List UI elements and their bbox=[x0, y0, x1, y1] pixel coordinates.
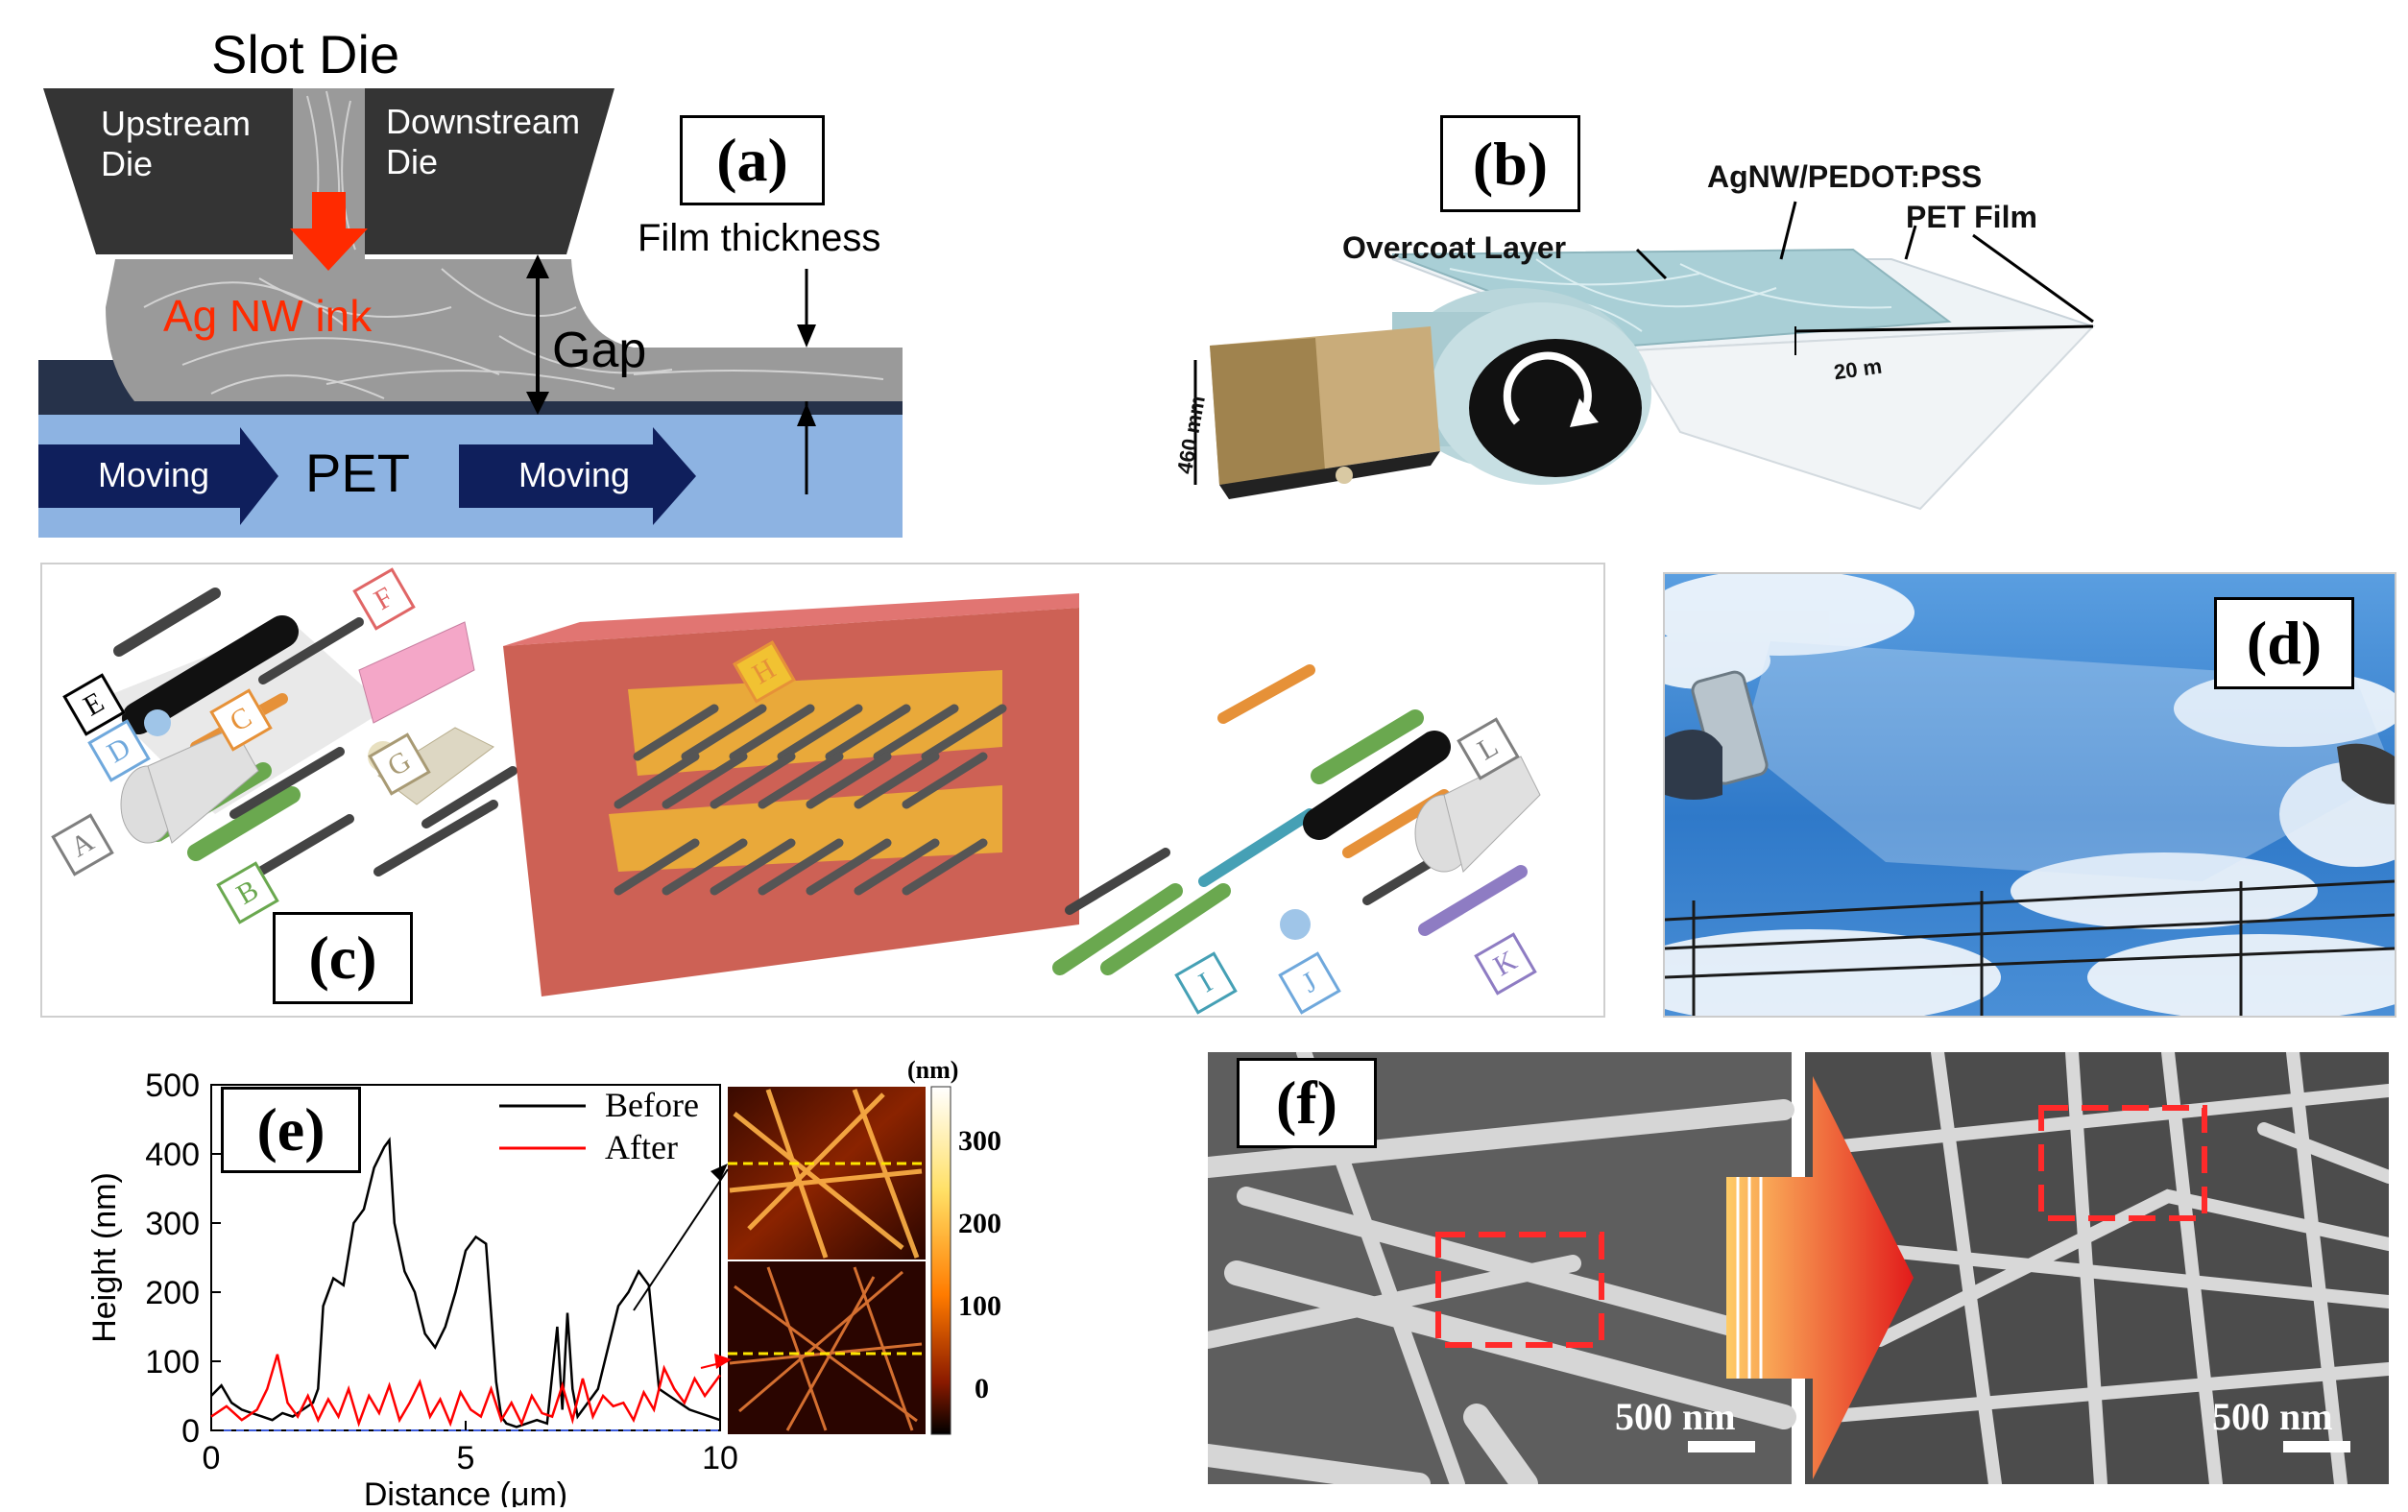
x-tick-label: 0 bbox=[203, 1440, 221, 1476]
series-line-after bbox=[210, 1354, 722, 1428]
downstream-line-1: Downstream bbox=[386, 102, 581, 141]
panel-b-label: (b) bbox=[1440, 115, 1580, 212]
y-axis-label: Height (nm) bbox=[86, 1172, 123, 1343]
panel-d: (d) bbox=[1663, 572, 2396, 1018]
legend-before: Before bbox=[605, 1086, 699, 1124]
y-tick-label: 200 bbox=[145, 1275, 200, 1311]
moving-left-label: Moving bbox=[98, 455, 210, 494]
y-tick-label: 300 bbox=[145, 1206, 200, 1242]
colorbar-tick-200: 200 bbox=[958, 1208, 1001, 1239]
panel-d-label: (d) bbox=[2214, 597, 2354, 689]
pet-label: PET bbox=[305, 443, 410, 503]
x-axis-label: Distance (μm) bbox=[364, 1476, 567, 1507]
panel-a-label: (a) bbox=[680, 115, 825, 205]
x-tick-label: 10 bbox=[702, 1440, 738, 1476]
panel-b: (b) AgNW/PEDOT:PSS PET Film Overcoat Lay… bbox=[1104, 106, 2141, 538]
overcoat-label: Overcoat Layer bbox=[1342, 230, 1567, 265]
gap-label: Gap bbox=[552, 323, 647, 378]
y-tick-label: 500 bbox=[145, 1068, 200, 1104]
y-tick-label: 400 bbox=[145, 1137, 200, 1173]
colorbar-tick-300: 300 bbox=[958, 1125, 1001, 1157]
upstream-line-1: Upstream bbox=[101, 104, 252, 143]
panel-f-label: (f) bbox=[1237, 1058, 1377, 1148]
upstream-label: Upstream Die bbox=[101, 104, 251, 184]
y-tick-label: 0 bbox=[181, 1413, 200, 1450]
colorbar-tick-0: 0 bbox=[975, 1373, 989, 1404]
agnw-label: AgNW/PEDOT:PSS bbox=[1707, 159, 1983, 194]
ink-label: Ag NW ink bbox=[163, 291, 373, 341]
y-tick-label: 100 bbox=[145, 1344, 200, 1380]
colorbar-unit: (nm) bbox=[907, 1056, 959, 1084]
series-line-before bbox=[210, 1137, 721, 1428]
moving-right-label: Moving bbox=[518, 455, 631, 494]
scale-bar-right: 500 nm bbox=[2212, 1395, 2333, 1438]
panel-c: A B C D E F G H I J K L (c) bbox=[40, 563, 1605, 1018]
pet-film-label: PET Film bbox=[1906, 200, 2037, 234]
slot-die-diagram bbox=[38, 88, 903, 538]
scale-bar-left: 500 nm bbox=[1615, 1395, 1736, 1438]
sem-images bbox=[1208, 1052, 2389, 1484]
downstream-line-2: Die bbox=[386, 142, 439, 181]
panel-a: Slot Die Upstream Die Downstream Die Ag … bbox=[38, 19, 903, 538]
slot-die-title: Slot Die bbox=[211, 24, 400, 84]
panel-c-label: (c) bbox=[273, 912, 413, 1004]
film-thickness-label: Film thickness bbox=[638, 217, 881, 259]
film-photo bbox=[1665, 574, 2395, 1016]
colorbar-tick-100: 100 bbox=[958, 1290, 1001, 1322]
roll-diagram bbox=[1193, 201, 2096, 511]
afm-images bbox=[633, 1086, 951, 1435]
panel-f: (f) 500 nm 500 nm bbox=[1208, 1052, 2389, 1484]
x-tick-label: 5 bbox=[457, 1440, 475, 1476]
legend-after: After bbox=[605, 1128, 678, 1166]
upstream-line-2: Die bbox=[101, 144, 154, 183]
downstream-label: Downstream Die bbox=[386, 102, 580, 182]
panel-e-label: (e) bbox=[221, 1087, 361, 1173]
